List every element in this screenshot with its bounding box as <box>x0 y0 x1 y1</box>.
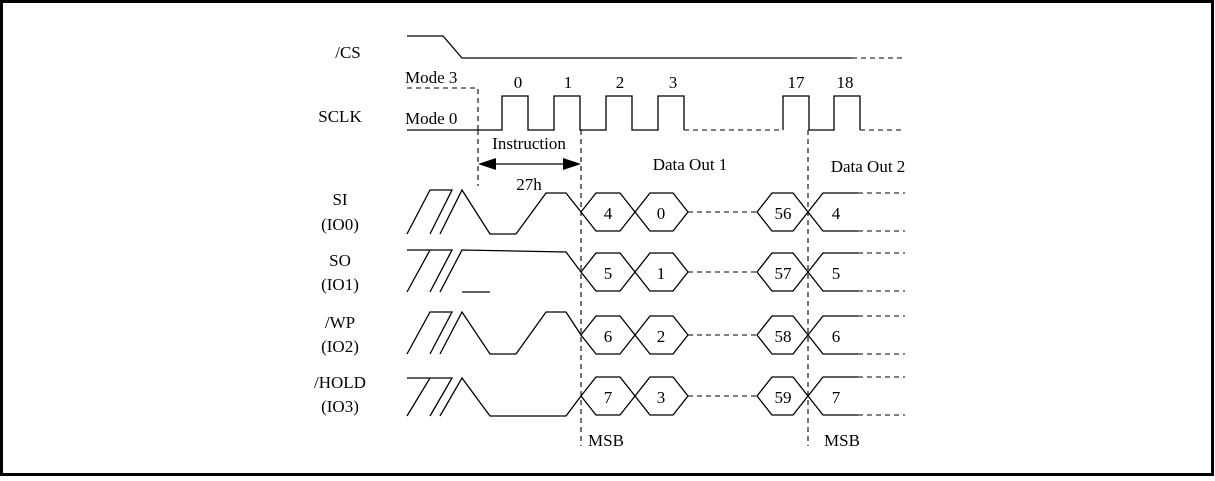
signal-label-io2: (IO2) <box>321 337 359 356</box>
clock-number-1: 1 <box>564 73 573 92</box>
mode-0-label: Mode 0 <box>405 109 457 128</box>
signal-label-so: SO <box>329 251 351 270</box>
io3-waveform <box>406 376 905 417</box>
io0-waveform <box>406 188 905 235</box>
signal-label-hold: /HOLD <box>314 373 366 392</box>
io1-bit-5: 5 <box>604 264 613 283</box>
signal-label-si: SI <box>332 190 347 209</box>
sclk-waveform <box>407 87 905 131</box>
io2-waveform <box>406 310 905 355</box>
io1-bit-5-next: 5 <box>832 264 841 283</box>
instruction-arrow <box>478 158 581 170</box>
io0-bit-0: 0 <box>657 204 666 223</box>
clock-number-17: 17 <box>788 73 806 92</box>
clock-number-2: 2 <box>616 73 625 92</box>
signal-label-io3: (IO3) <box>321 397 359 416</box>
io3-bit-7: 7 <box>604 388 613 407</box>
cs-waveform <box>407 35 905 59</box>
io1-bit-57: 57 <box>775 264 793 283</box>
instruction-label: Instruction <box>492 134 566 153</box>
msb-label-2: MSB <box>824 431 860 450</box>
clock-number-3: 3 <box>669 73 678 92</box>
data-out-1-label: Data Out 1 <box>653 155 728 174</box>
data-out-2-label: Data Out 2 <box>831 157 906 176</box>
io2-bit-58: 58 <box>775 327 792 346</box>
clock-number-18: 18 <box>837 73 854 92</box>
signal-label-io0: (IO0) <box>321 215 359 234</box>
signal-label-cs: /CS <box>335 43 361 62</box>
io2-bit-6: 6 <box>604 327 613 346</box>
signal-label-wp: /WP <box>325 313 355 332</box>
io3-bit-7-next: 7 <box>832 388 841 407</box>
signal-label-sclk: SCLK <box>318 107 362 126</box>
mode-3-label: Mode 3 <box>405 68 457 87</box>
io0-bit-56: 56 <box>775 204 792 223</box>
msb-label-1: MSB <box>588 431 624 450</box>
io1-bit-1: 1 <box>657 264 666 283</box>
signal-label-io1: (IO1) <box>321 275 359 294</box>
io2-bit-6-next: 6 <box>832 327 841 346</box>
io1-waveform <box>406 249 905 293</box>
io3-bit-59: 59 <box>775 388 792 407</box>
clock-number-0: 0 <box>514 73 523 92</box>
io0-bit-4: 4 <box>604 204 613 223</box>
instruction-code-label: 27h <box>516 175 542 194</box>
io2-bit-2: 2 <box>657 327 666 346</box>
io3-bit-3: 3 <box>657 388 666 407</box>
io0-bit-4-next: 4 <box>832 204 841 223</box>
